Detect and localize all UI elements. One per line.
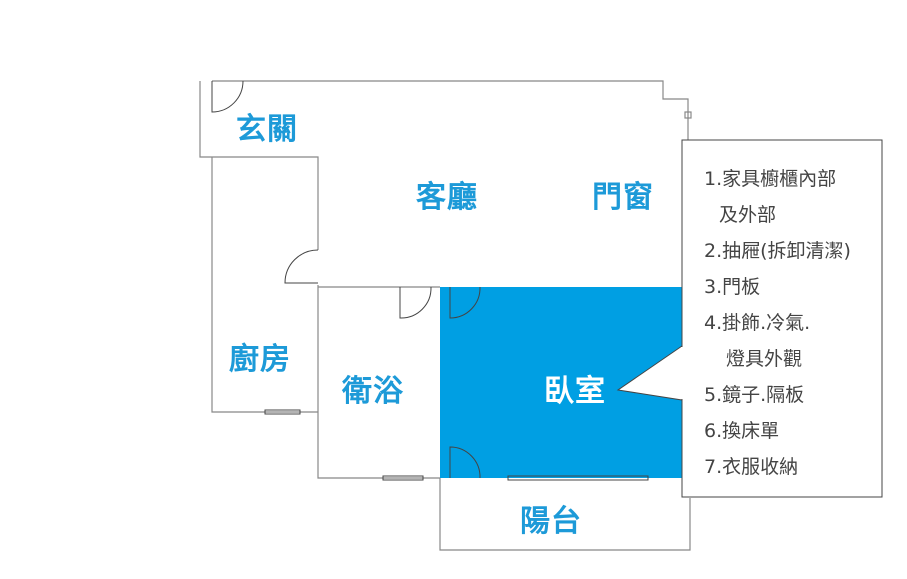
- window: [382, 475, 424, 481]
- room-label-balcony: 陽台: [520, 504, 582, 539]
- checklist-item: 4.掛飾.冷氣.: [704, 312, 811, 334]
- checklist-item: 及外部: [719, 204, 777, 226]
- room-label-bedroom: 臥室: [544, 374, 606, 409]
- checklist-item: 5.鏡子.隔板: [704, 384, 805, 406]
- bedroom-checklist: 1.家具櫥櫃內部 及外部 2.抽屜(拆卸清潔) 3.門板 4.掛飾.冷氣. 燈具…: [682, 140, 882, 497]
- checklist-item: 燈具外觀: [726, 348, 803, 370]
- room-label-living: 客廳: [416, 180, 478, 215]
- walls: [199, 80, 692, 551]
- checklist-item: 6.換床單: [704, 420, 780, 442]
- room-label-entry: 玄關: [236, 112, 298, 147]
- room-label-kitchen: 廚房: [229, 342, 291, 377]
- checklist-item: 3.門板: [704, 276, 761, 298]
- checklist-item: 2.抽屜(拆卸清潔): [704, 240, 851, 262]
- room-label-bathroom: 衛浴: [342, 374, 404, 409]
- checklist-item: 7.衣服收納: [704, 456, 799, 478]
- window: [264, 409, 301, 415]
- checklist-item: 1.家具櫥櫃內部: [704, 168, 837, 190]
- callout-box: [681, 139, 883, 498]
- room-label-doors-windows: 門窗: [592, 180, 654, 215]
- doors: [211, 80, 649, 481]
- window: [507, 475, 649, 481]
